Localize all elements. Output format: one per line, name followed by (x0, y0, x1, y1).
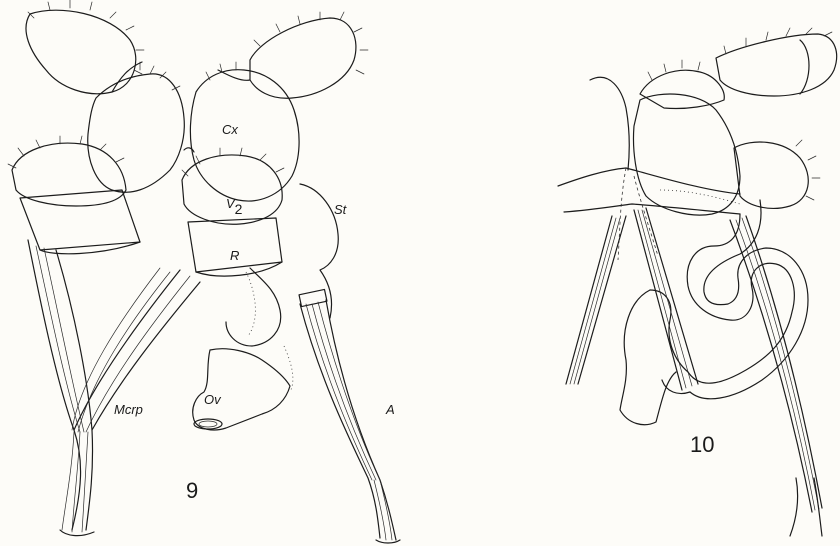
oviduct-tube (226, 268, 281, 346)
label-cx: Cx (222, 122, 238, 137)
upper-palp-lobes (640, 28, 837, 109)
label-st: St (334, 202, 348, 217)
a-muscle-bundle (299, 289, 400, 543)
label-v2: V2 (226, 196, 243, 217)
coiled-tube (650, 200, 808, 399)
setae-hairs (8, 0, 368, 176)
label-ov: Ov (204, 392, 222, 407)
label-r: R (230, 248, 239, 263)
label-v2-subscript: 2 (235, 201, 243, 217)
figure-9: Cx V2 St R Ov Mcrp A 9 (8, 0, 400, 543)
label-a: A (385, 402, 395, 417)
upper-left-palp-lobe (26, 10, 142, 94)
central-segment (634, 94, 741, 215)
figure-10: 10 (558, 28, 837, 536)
body-wall-outline (590, 77, 629, 170)
left-coxa (88, 74, 185, 192)
figure-number-9: 9 (186, 478, 198, 503)
lower-tube-end (620, 290, 676, 425)
right-coxa (190, 70, 299, 201)
ov-tube (193, 346, 293, 430)
label-mcrp: Mcrp (114, 402, 143, 417)
st-outline (300, 184, 338, 318)
upper-right-palp-lobe (218, 18, 356, 98)
mcrp-muscle-bundle (28, 240, 200, 536)
figure-number-10: 10 (690, 432, 714, 457)
right-round-lobe (734, 142, 808, 208)
muscle-bands (566, 208, 822, 536)
